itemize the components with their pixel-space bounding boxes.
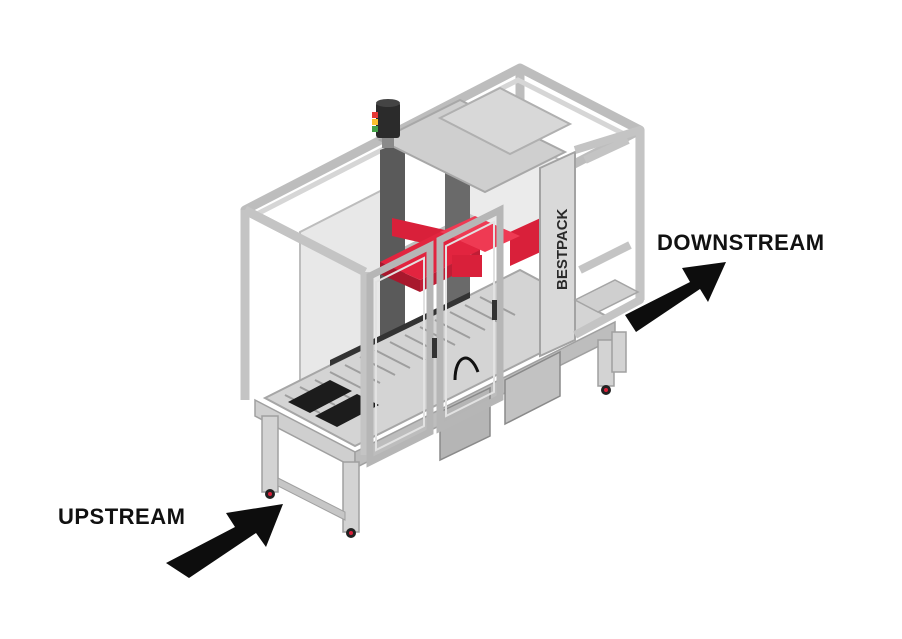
base-legs [261,331,627,533]
signal-tower-icon [372,99,400,148]
brand-label: BESTPACK [554,208,571,290]
upstream-label: UPSTREAM [58,504,186,529]
front-door [366,204,504,468]
door-handle [432,338,437,358]
front-door-highlight [375,220,495,452]
top-beam-2 [437,86,573,156]
downstream-arrow-icon [625,262,726,332]
door-handle-2 [492,300,497,320]
entry-belt-left [288,380,352,413]
upstream-arrow-icon [166,504,283,578]
right-frame [573,126,644,339]
caster-wheels [265,385,611,538]
top-beam [377,98,568,194]
side-column [539,150,576,358]
front-frame [240,206,370,455]
right-conveyor [573,279,640,313]
leg-crossbar [277,477,346,521]
back-frame-inner [255,77,630,217]
control-box-2 [504,350,561,426]
central-column [380,140,405,345]
downstream-label: DOWNSTREAM [657,230,825,255]
cable [453,356,480,381]
